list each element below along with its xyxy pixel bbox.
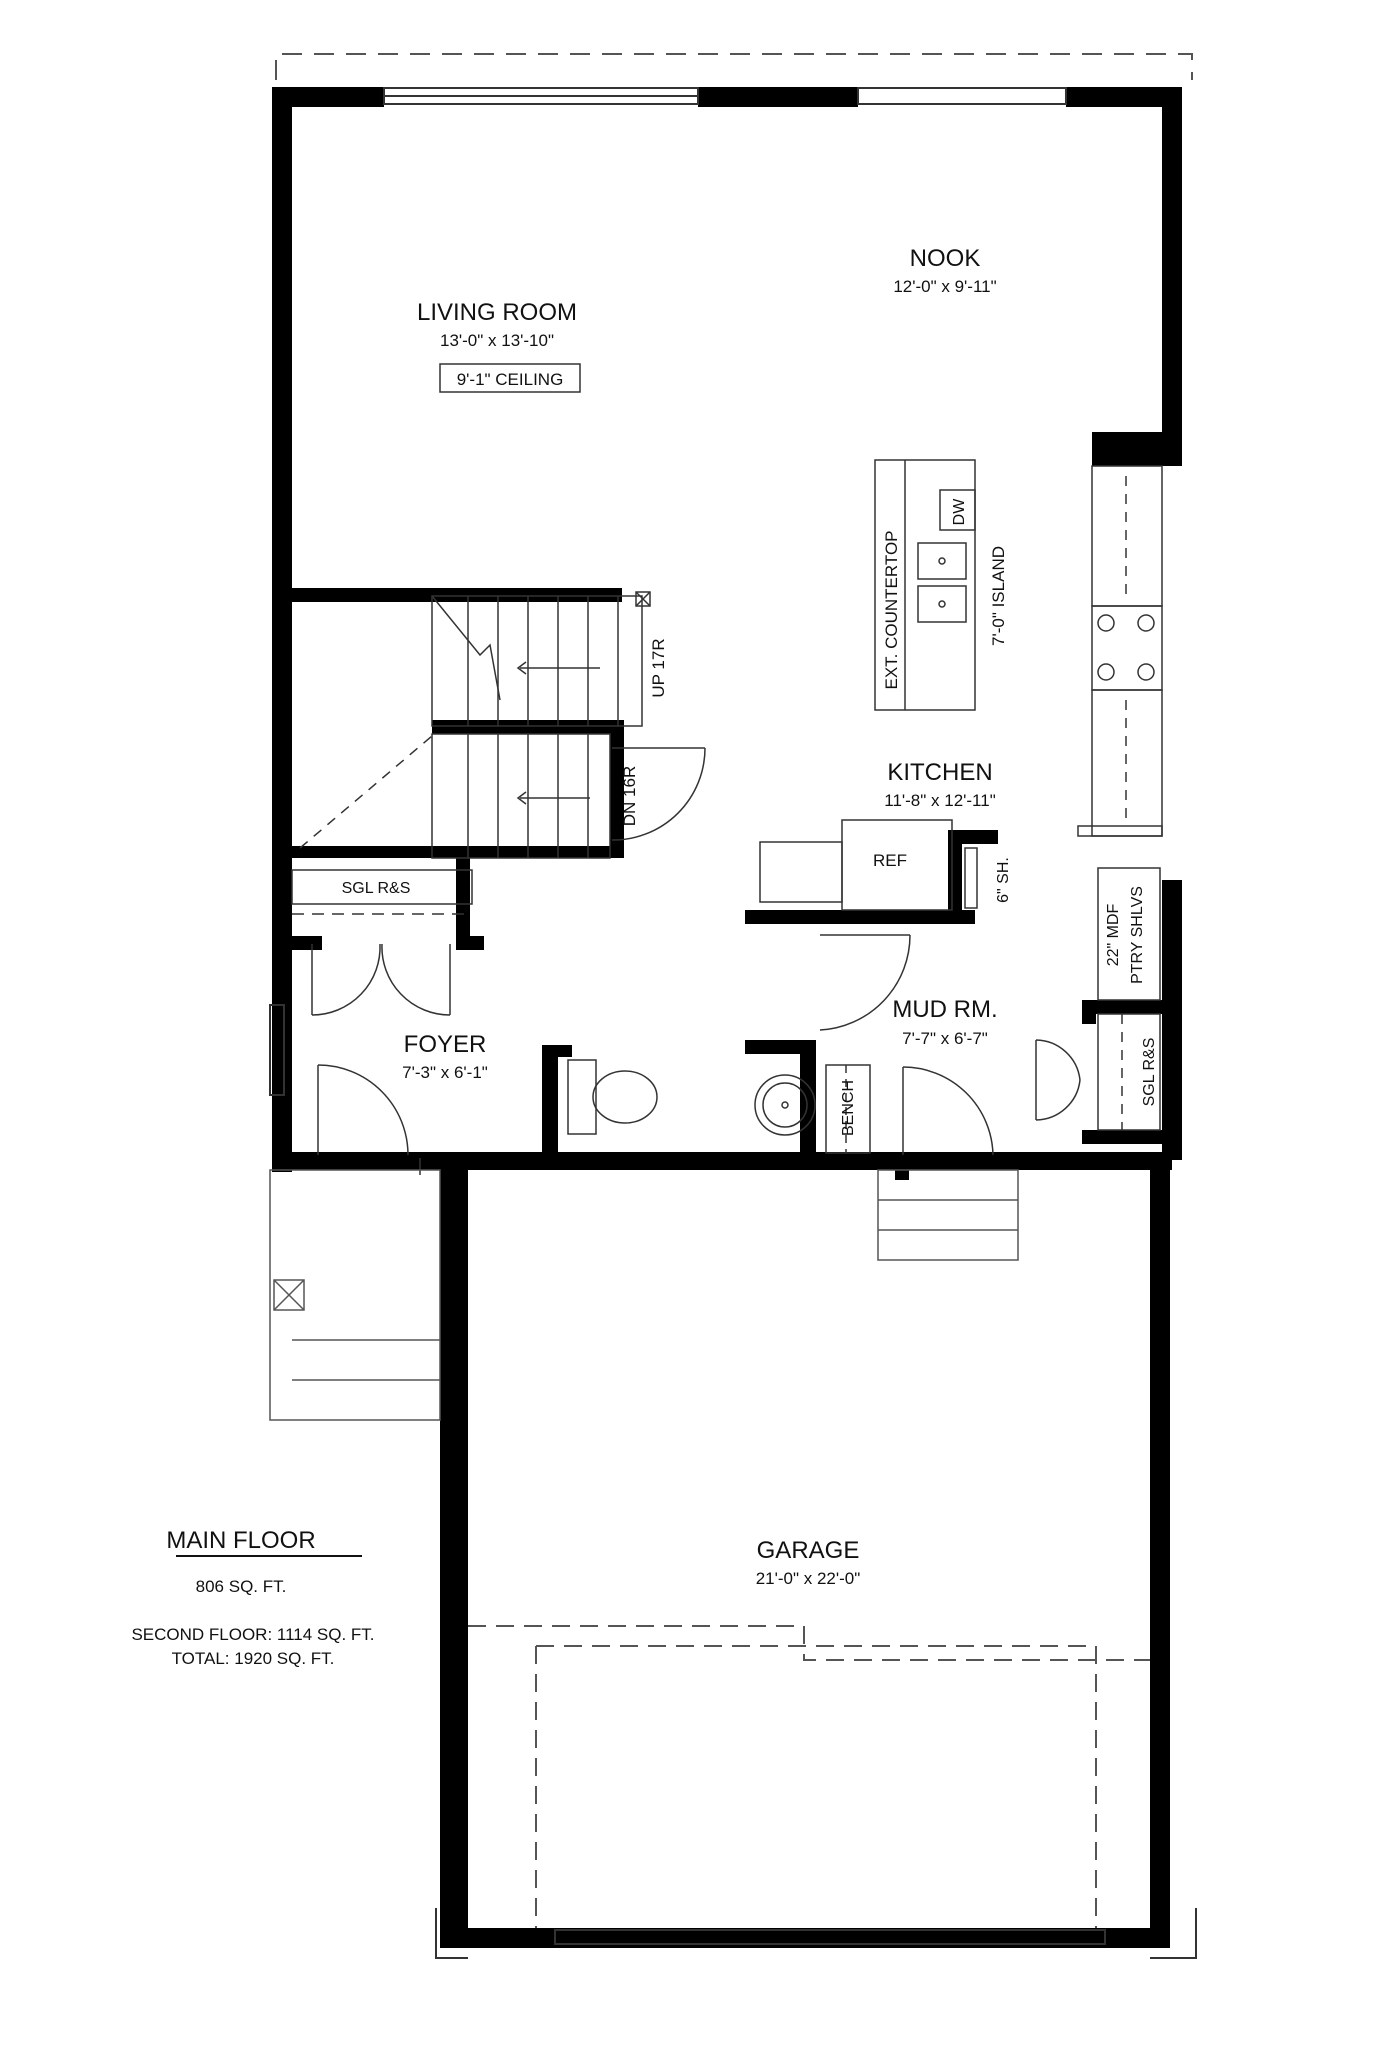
mud-closet-label: SGL R&S [1141, 1038, 1158, 1107]
island-label: 7'-0" ISLAND [989, 546, 1008, 646]
up-stairs-label: UP 17R [649, 638, 668, 697]
refrigerator-label: REF [873, 851, 907, 870]
foyer-closet-label: SGL R&S [342, 880, 411, 897]
living-room-name: LIVING ROOM [417, 299, 577, 326]
staircase [299, 591, 651, 859]
exterior-walls [272, 87, 1182, 1948]
total-area: TOTAL: 1920 SQ. FT. [172, 1649, 335, 1668]
second-floor-area: SECOND FLOOR: 1114 SQ. FT. [131, 1625, 374, 1644]
kitchen-fixtures [759, 459, 1163, 911]
kitchen-name: KITCHEN [887, 759, 992, 786]
pantry-label-line2: PTRY SHLVS [1129, 886, 1146, 984]
down-stairs-label: DN 16R [620, 766, 639, 826]
dishwasher-label: DW [951, 498, 968, 526]
garage-dims: 21'-0" x 22'-0" [756, 1569, 861, 1588]
nook-dims: 12'-0" x 9'-11" [893, 277, 996, 296]
floor-title: MAIN FLOOR [166, 1527, 315, 1554]
pantry-label-line1: 22" MDF [1105, 903, 1122, 966]
garage-jambs [435, 1908, 1197, 1959]
doors [311, 747, 1081, 1175]
nook-name: NOOK [910, 245, 981, 272]
ceiling-note: 9'-1" CEILING [457, 370, 564, 389]
garage-name: GARAGE [757, 1537, 860, 1564]
living-room-dims: 13'-0" x 13'-10" [440, 331, 554, 350]
garage-door [468, 1625, 1150, 1928]
bench-label: BENCH [840, 1080, 857, 1136]
foyer-name: FOYER [404, 1031, 487, 1058]
mud-room-name: MUD RM. [892, 996, 997, 1023]
shelf-label: 6" SH. [995, 857, 1012, 903]
bath-fixtures [567, 1059, 871, 1154]
foyer-dims: 7'-3" x 6'-1" [402, 1063, 488, 1082]
ceiling-note-box [439, 363, 581, 393]
entry-steps [269, 1169, 1019, 1421]
closets [291, 867, 1161, 1131]
interior-walls [292, 588, 1182, 1180]
kitchen-dims: 11'-8" x 12'-11" [884, 791, 996, 810]
windows [269, 87, 1106, 1945]
mud-room-dims: 7'-7" x 6'-7" [902, 1029, 988, 1048]
roof-line [275, 53, 1193, 80]
floor-area: 806 SQ. FT. [196, 1577, 287, 1596]
ext-countertop-label: EXT. COUNTERTOP [882, 530, 901, 689]
